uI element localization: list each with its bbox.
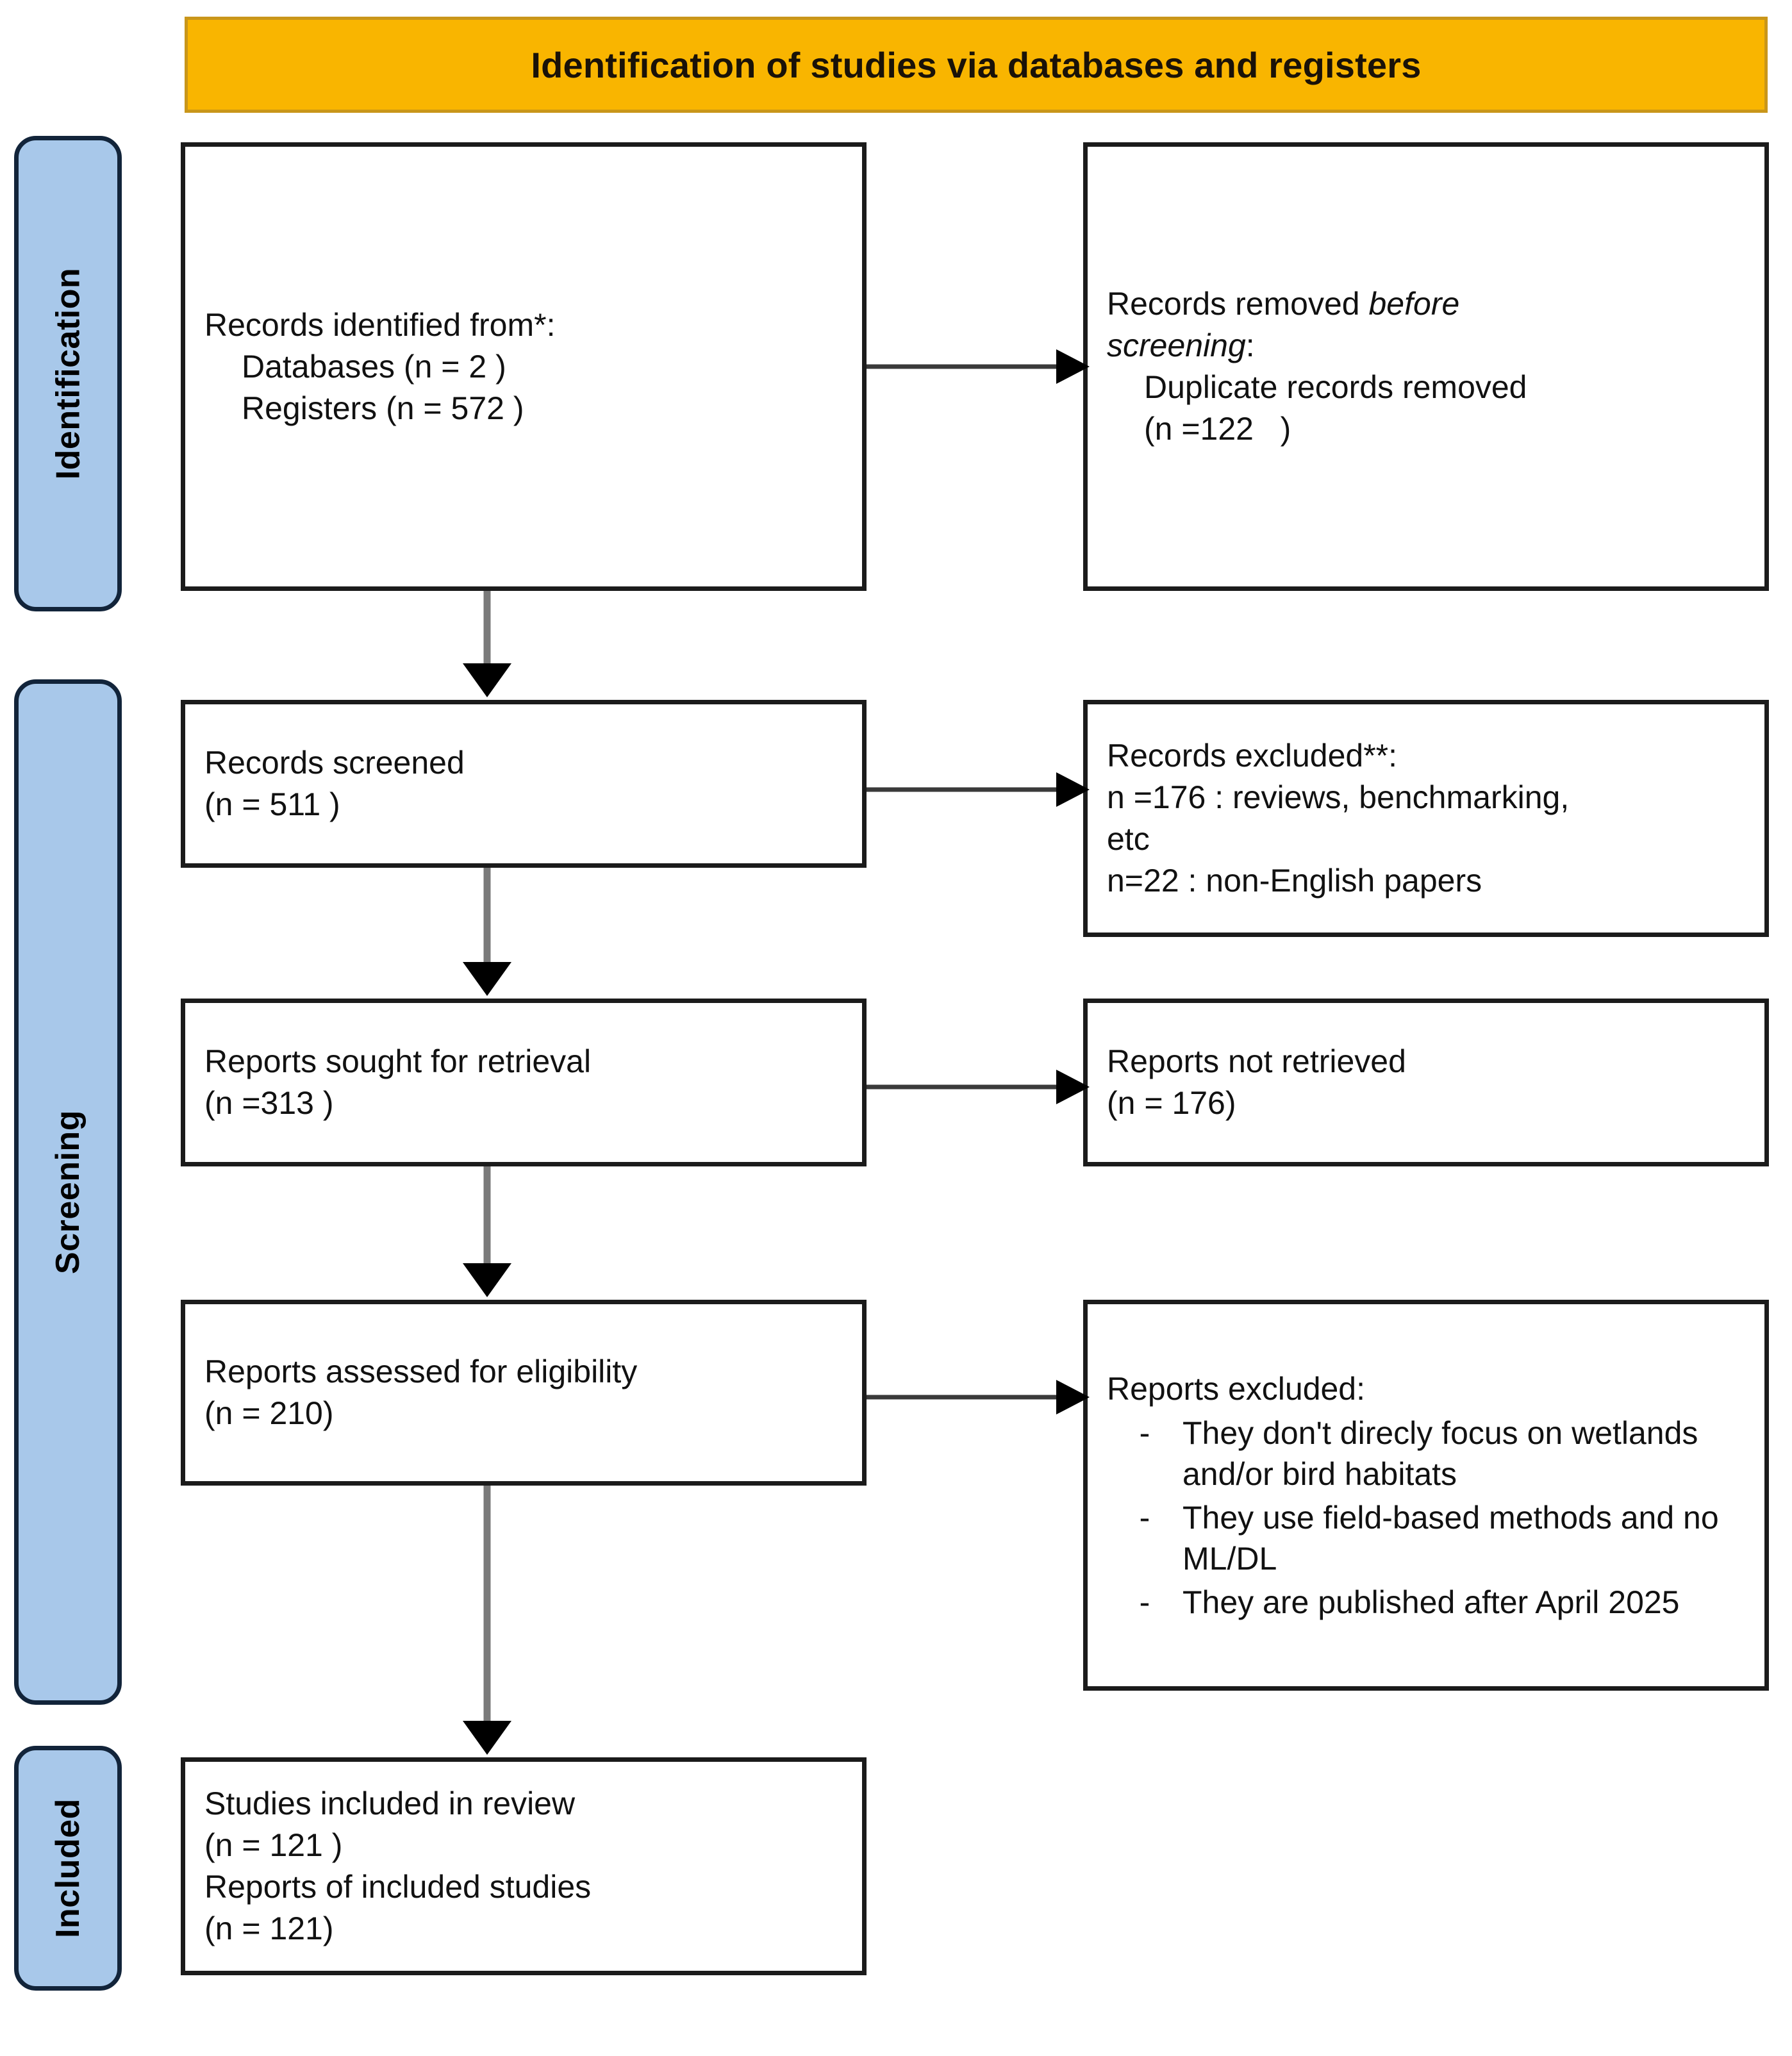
arrow-assessed-to-reports-excluded [867,1380,1090,1414]
records-removed-heading-line1: Records removed before [1107,283,1745,325]
list-item: - They are published after April 2025 [1107,1582,1745,1623]
bullet-dash-icon: - [1139,1584,1150,1620]
arrow-sought-to-assessed [463,1166,511,1297]
box-reports-assessed: Reports assessed for eligibility (n = 21… [181,1300,867,1486]
diagram-header-banner: Identification of studies via databases … [185,17,1768,113]
reports-excluded-reason-list: - They don't direcly focus on wetlands a… [1107,1410,1745,1623]
list-item: - They don't direcly focus on wetlands a… [1107,1413,1745,1495]
box-records-identified: Records identified from*: Databases (n =… [181,142,867,591]
reports-sought-count: (n =313 ) [204,1085,334,1121]
box-records-excluded: Records excluded**: n =176 : reviews, be… [1083,700,1769,937]
duplicate-records-removed-label: Duplicate records removed [1144,369,1527,405]
list-item: - They use field-based methods and no ML… [1107,1497,1745,1579]
reports-not-retrieved-count: (n = 176) [1107,1085,1236,1121]
arrow-assessed-to-included [463,1486,511,1755]
bullet-dash-icon: - [1139,1414,1150,1451]
stage-label-included: Included [14,1746,122,1991]
records-screened-label: Records screened [204,745,465,781]
records-excluded-reason-1: n =176 : reviews, benchmarking, [1107,779,1570,815]
reports-excluded-reason-1: They don't direcly focus on wetlands and… [1182,1414,1698,1492]
stage-label-identification: Identification [14,136,122,611]
studies-included-label: Studies included in review [204,1786,576,1821]
records-removed-heading-emphasis-screening: screening [1107,327,1246,363]
reports-excluded-heading: Reports excluded: [1107,1370,1366,1407]
reports-not-retrieved-label: Reports not retrieved [1107,1043,1406,1079]
arrow-identified-to-screened [463,591,511,697]
duplicate-records-removed-count: (n =122 ) [1144,411,1291,447]
records-identified-databases: Databases (n = 2 ) [242,348,506,385]
reports-of-included-count: (n = 121) [204,1911,334,1946]
bullet-dash-icon: - [1139,1499,1150,1536]
records-screened-count: (n = 511 ) [204,786,340,822]
reports-excluded-reason-3: They are published after April 2025 [1182,1584,1680,1620]
records-removed-heading-emphasis-before: before [1368,286,1460,322]
box-reports-excluded: Reports excluded: - They don't direcly f… [1083,1300,1769,1691]
records-removed-heading-colon: : [1245,327,1255,363]
reports-of-included-label: Reports of included studies [204,1869,592,1905]
records-excluded-reason-1-cont: etc [1107,821,1150,857]
arrow-sought-to-not-retrieved [867,1070,1090,1104]
records-removed-heading-line2: screening: [1107,325,1745,367]
stage-label-identification-text: Identification [49,267,87,480]
arrow-screened-to-records-excluded [867,772,1090,807]
box-studies-included: Studies included in review (n = 121 ) Re… [181,1757,867,1975]
box-records-screened: Records screened (n = 511 ) [181,700,867,868]
records-identified-heading: Records identified from*: [204,306,556,343]
stage-label-screening-text: Screening [49,1110,87,1274]
reports-excluded-reason-2: They use field-based methods and no ML/D… [1182,1499,1719,1577]
box-reports-not-retrieved: Reports not retrieved (n = 176) [1083,999,1769,1166]
records-identified-registers: Registers (n = 572 ) [242,390,524,426]
box-records-removed: Records removed before screening: Duplic… [1083,142,1769,591]
records-excluded-reason-2: n=22 : non-English papers [1107,863,1482,899]
records-excluded-heading: Records excluded**: [1107,738,1398,774]
arrow-identified-to-removed [867,349,1090,384]
arrow-screened-to-sought [463,868,511,996]
studies-included-count: (n = 121 ) [204,1827,343,1863]
stage-label-included-text: Included [49,1798,87,1938]
records-removed-heading-prefix: Records removed [1107,286,1369,322]
box-reports-sought: Reports sought for retrieval (n =313 ) [181,999,867,1166]
reports-assessed-label: Reports assessed for eligibility [204,1354,638,1389]
diagram-title: Identification of studies via databases … [531,44,1422,85]
reports-sought-label: Reports sought for retrieval [204,1043,592,1079]
stage-label-screening: Screening [14,679,122,1705]
reports-assessed-count: (n = 210) [204,1395,334,1431]
